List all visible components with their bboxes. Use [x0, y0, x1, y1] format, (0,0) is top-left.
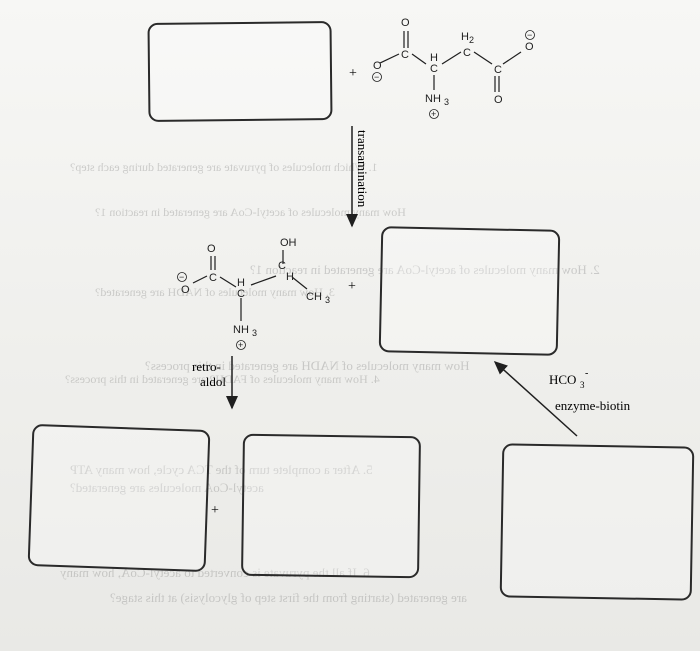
- threonine-oh: OH: [280, 237, 297, 249]
- charge-circle: [372, 72, 382, 82]
- aspartate-o-minus-left: O: [373, 60, 382, 72]
- plus-sign-middle: +: [348, 279, 356, 294]
- transamination-label: transamination: [355, 130, 370, 208]
- aspartate-nh3-subscript: 3: [444, 97, 449, 107]
- threonine-nh3-subscript: 3: [252, 328, 257, 338]
- threonine-ch3-subscript: 3: [325, 295, 330, 305]
- aspartate-o-top-left: O: [401, 17, 410, 29]
- plus-sign-bottom: +: [211, 503, 219, 518]
- aspartate-h2: H: [461, 31, 469, 43]
- threonine-structure: [192, 250, 308, 321]
- charge-circle: [236, 340, 246, 350]
- carboxylation-arrow: [493, 360, 578, 437]
- threonine-c-carboxyl: C: [209, 272, 217, 284]
- charge-circle: [177, 272, 187, 282]
- enzyme-biotin-label: enzyme-biotin: [555, 398, 631, 413]
- threonine-o-top: O: [207, 243, 216, 255]
- charge-circle: [429, 109, 439, 119]
- aspartate-minus-left: −: [374, 72, 379, 82]
- aspartate-structure: [379, 31, 522, 92]
- charge-circle: [525, 30, 535, 40]
- aspartate-plus-charge: +: [431, 109, 436, 119]
- aspartate-c-alpha: C: [430, 63, 438, 75]
- bicarbonate-label: HCO: [549, 372, 576, 387]
- threonine-o-minus: O: [181, 284, 190, 296]
- threonine-h-beta: H: [286, 271, 294, 283]
- aspartate-minus-right: −: [527, 30, 532, 40]
- threonine-ch3: CH: [306, 291, 322, 303]
- threonine-minus-charge: −: [179, 272, 184, 282]
- bicarbonate-charge: -: [585, 368, 588, 379]
- retro-aldol-label-line2: aldol: [200, 374, 226, 389]
- threonine-nh3: NH: [233, 324, 249, 336]
- threonine-plus-charge: +: [238, 340, 243, 350]
- threonine-c-beta: C: [278, 260, 286, 272]
- aspartate-o-top-right: O: [525, 41, 534, 53]
- aspartate-h-alpha: H: [430, 52, 438, 64]
- plus-sign-top: +: [349, 66, 357, 81]
- aspartate-c-carboxyl-left: C: [401, 49, 409, 61]
- aspartate-c-carboxyl-right: C: [494, 64, 502, 76]
- aspartate-h2-subscript: 2: [469, 35, 474, 45]
- threonine-c-alpha: C: [237, 288, 245, 300]
- bicarbonate-subscript: 3: [580, 380, 585, 390]
- threonine-h-alpha: H: [237, 277, 245, 289]
- retro-aldol-label-line1: retro-: [192, 359, 221, 374]
- aspartate-o-bottom-right: O: [494, 94, 503, 106]
- aspartate-nh3: NH: [425, 93, 441, 105]
- aspartate-c-beta: C: [463, 47, 471, 59]
